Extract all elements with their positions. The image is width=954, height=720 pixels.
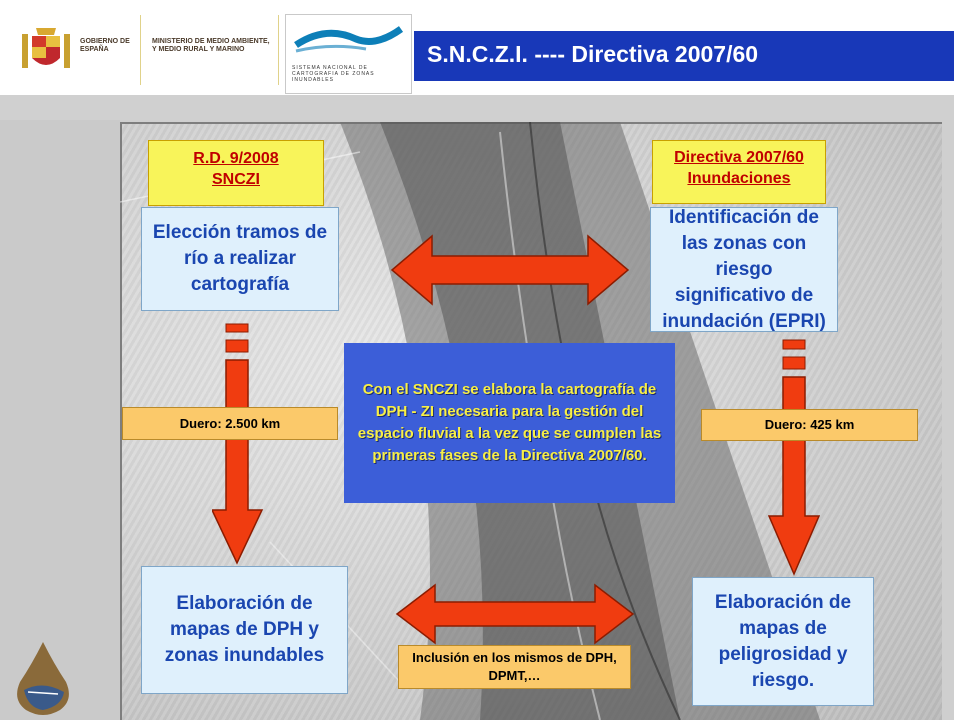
decorative-band <box>0 95 954 120</box>
left-step1-box: Elección tramos de río a realizar cartog… <box>141 207 339 311</box>
down-arrow-left-icon <box>212 323 264 565</box>
rd-header-box: R.D. 9/2008 SNCZI <box>148 140 324 206</box>
title-bar: S.N.C.Z.I. ---- Directiva 2007/60 <box>414 31 954 81</box>
right-length-label: Duero: 425 km <box>764 417 855 432</box>
right-step1-box: Identificación de las zonas con riesgo s… <box>650 207 838 332</box>
separator <box>140 15 141 85</box>
directiva-header-line1: Directiva 2007/60 <box>674 149 804 166</box>
left-step2-box: Elaboración de mapas de DPH y zonas inun… <box>141 566 348 694</box>
center-note-text: Con el SNCZI se elabora la cartografía d… <box>357 381 662 464</box>
left-length-label: Duero: 2.500 km <box>179 415 281 431</box>
snczi-logo: SISTEMA NACIONAL DE CARTOGRAFIA DE ZONAS… <box>285 14 412 94</box>
double-arrow-top-icon <box>390 234 630 306</box>
left-strip <box>0 120 120 720</box>
separator <box>278 15 279 85</box>
header-bar: GOBIERNO DE ESPAÑA MINISTERIO DE MEDIO A… <box>0 0 954 95</box>
directiva-header-line2: Inundaciones <box>687 170 791 187</box>
slide-title: S.N.C.Z.I. ---- Directiva 2007/60 <box>427 41 759 67</box>
ministerio-label: MINISTERIO DE MEDIO AMBIENTE, Y MEDIO RU… <box>152 38 270 53</box>
directiva-header-box: Directiva 2007/60 Inundaciones <box>652 140 826 204</box>
left-step1-text: Elección tramos de río a realizar cartog… <box>152 222 328 295</box>
left-length-box: Duero: 2.500 km <box>122 407 338 440</box>
double-arrow-bottom-icon <box>395 583 635 645</box>
right-step2-box: Elaboración de mapas de peligrosidad y r… <box>692 577 874 706</box>
water-drop-logo-icon <box>17 642 69 715</box>
right-length-box: Duero: 425 km <box>701 409 918 441</box>
rd-header-line1: R.D. 9/2008 <box>193 150 279 167</box>
rd-header-line2: SNCZI <box>212 171 260 188</box>
right-step1-text: Identificación de las zonas con riesgo s… <box>662 206 826 332</box>
wave-logo-icon <box>294 26 404 53</box>
bottom-note-text: Inclusión en los mismos de DPH, DPMT,… <box>412 650 617 683</box>
snczi-logo-caption: SISTEMA NACIONAL DE CARTOGRAFIA DE ZONAS… <box>292 65 375 83</box>
center-note-box: Con el SNCZI se elabora la cartografía d… <box>344 343 675 503</box>
right-step2-text: Elaboración de mapas de peligrosidad y r… <box>714 591 852 691</box>
gobierno-label: GOBIERNO DE ESPAÑA <box>80 38 130 53</box>
down-arrow-right-icon <box>768 339 820 576</box>
bottom-note-box: Inclusión en los mismos de DPH, DPMT,… <box>398 645 631 689</box>
coat-of-arms-icon <box>22 28 70 68</box>
left-step2-text: Elaboración de mapas de DPH y zonas inun… <box>164 593 325 666</box>
